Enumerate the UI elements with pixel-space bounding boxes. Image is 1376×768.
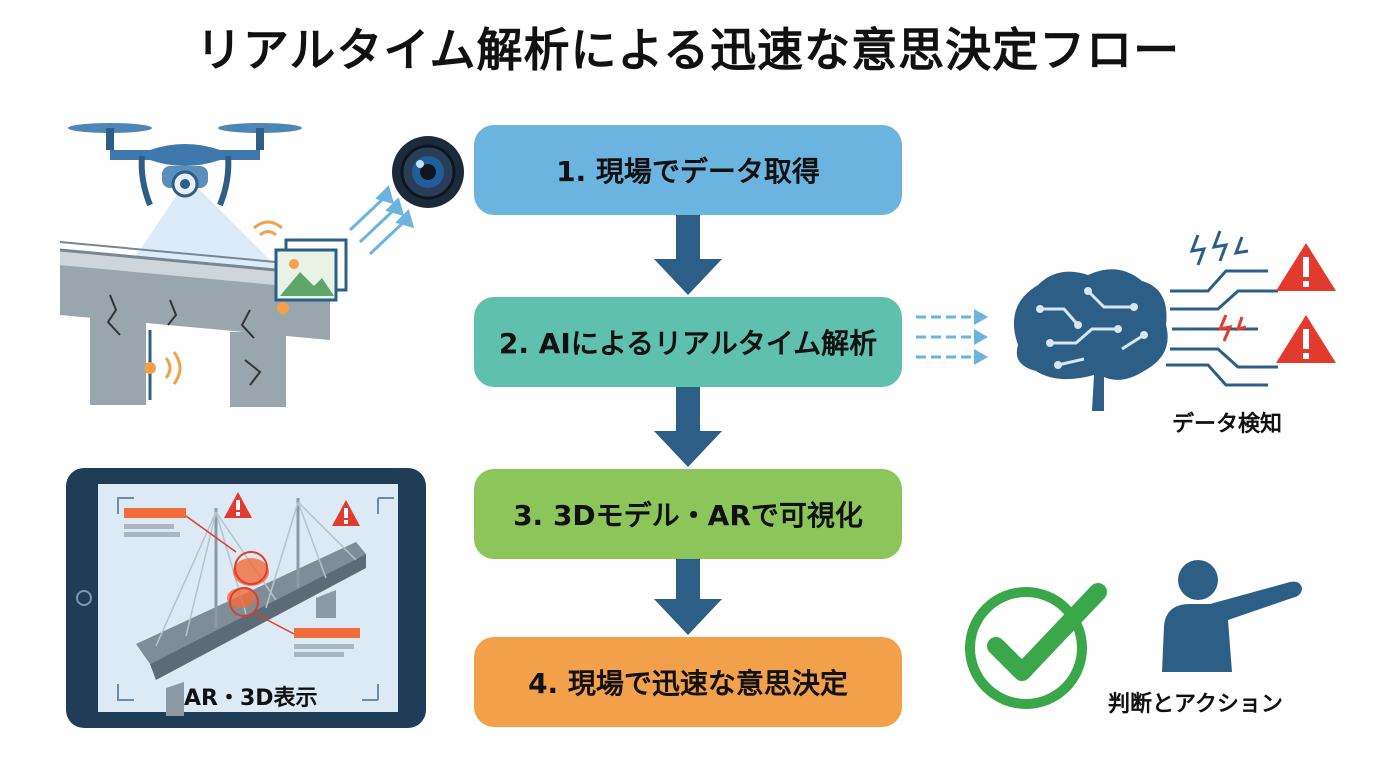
bridge-icon: [59, 220, 331, 407]
step-decision: 4. 現場で迅速な意思決定: [474, 637, 902, 727]
detection-caption: データ検知: [1172, 412, 1283, 437]
pointing-person-icon: [1162, 560, 1302, 672]
brain-icon: [1013, 269, 1168, 411]
camera-lens-icon: [392, 136, 464, 208]
tablet-icon: [66, 468, 426, 728]
action-caption: 判断とアクション: [1108, 692, 1283, 717]
step-data-acquisition: 1. 現場でデータ取得: [474, 125, 902, 215]
brain-detection-illustration: [916, 230, 1336, 411]
ar-display-caption: AR・3D表示: [184, 686, 318, 711]
down-arrow-icon: [654, 559, 722, 635]
down-arrow-icon: [654, 215, 722, 295]
image-icon: [274, 238, 348, 302]
warning-icon: [224, 492, 252, 518]
warning-icon: [1276, 243, 1336, 291]
drone-icon: [68, 123, 302, 207]
warning-icon: [1276, 315, 1336, 363]
page-title: リアルタイム解析による迅速な意思決定フロー: [195, 23, 1181, 77]
drone-bridge-illustration: [59, 123, 415, 407]
step-ai-analysis: 2. AIによるリアルタイム解析: [474, 297, 902, 387]
warning-icon: [332, 500, 360, 526]
checkmark-icon: [965, 583, 1107, 709]
down-arrow-icon: [654, 387, 722, 467]
step-visualization: 3. 3Dモデル・ARで可視化: [474, 469, 902, 559]
